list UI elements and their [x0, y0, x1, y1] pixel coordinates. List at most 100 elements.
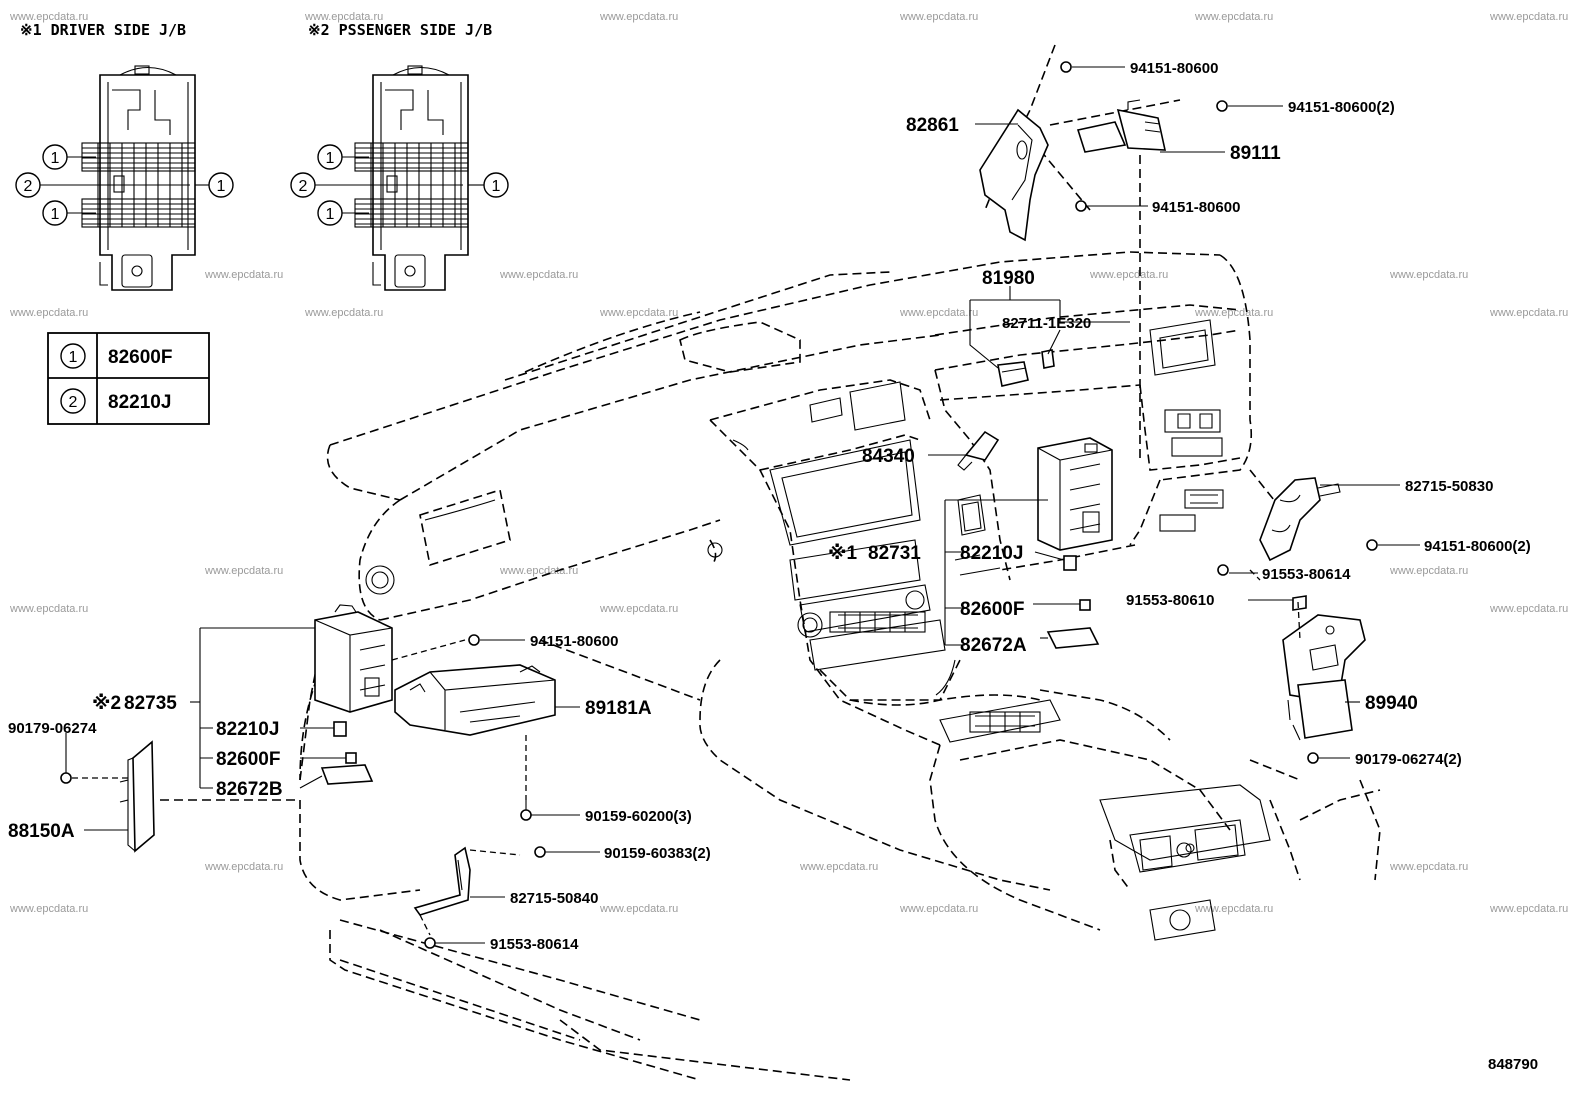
watermark: www.epcdata.ru [899, 903, 978, 915]
callout-82731: 82731 [868, 543, 921, 564]
watermark: www.epcdata.ru [204, 861, 283, 873]
callout-89111: 89111 [1230, 143, 1281, 164]
part-82715-50830-bracket [1259, 477, 1341, 562]
callout-94151-80600-top: 94151-80600 [1130, 60, 1218, 77]
callout-82672a: 82672A [960, 635, 1027, 656]
part-82600f-fuse-center [1079, 599, 1091, 611]
watermark: www.epcdata.ru [499, 565, 578, 577]
legend-mark-2: 2 [69, 394, 78, 411]
nut-left-94151 [468, 634, 480, 646]
callout-91553-80614-right: 91553-80614 [1262, 566, 1351, 583]
callout-90179-06274-left: 90179-06274 [8, 720, 97, 737]
part-82731-junction-block [1037, 437, 1113, 551]
callout-82715-50840: 82715-50840 [510, 890, 598, 907]
watermark: www.epcdata.ru [1489, 903, 1568, 915]
callout-90179-06274-2-right: 90179-06274(2) [1355, 751, 1462, 768]
part-82735-junction-block [314, 604, 393, 713]
diagram-number: 848790 [1488, 1056, 1538, 1073]
part-84340-switch [957, 430, 1000, 471]
watermark: www.epcdata.ru [1389, 565, 1468, 577]
watermark: www.epcdata.ru [799, 861, 878, 873]
callout-82600f-center: 82600F [960, 599, 1024, 620]
watermark: www.epcdata.ru [499, 269, 578, 281]
marker-2-text: 2 [299, 178, 308, 195]
watermark: www.epcdata.ru [1194, 11, 1273, 23]
callout-91553-80614-lower: 91553-80614 [490, 936, 579, 953]
marker-1-text: 1 [326, 150, 335, 167]
callout-82735-mark: ※2 [92, 693, 121, 714]
marker-1-text: 1 [326, 206, 335, 223]
watermark: www.epcdata.ru [599, 307, 678, 319]
legend-table: 1 82600F 2 82210J [47, 332, 210, 425]
callout-81980: 81980 [982, 268, 1035, 289]
driver-jb-drawing: 1 2 1 1 [15, 65, 234, 291]
callout-82735: 82735 [124, 693, 177, 714]
leader-lines [65, 66, 1420, 944]
driver-jb-fuse-grid [81, 142, 196, 228]
part-82715-50840-bracket [413, 846, 471, 916]
callout-labels: 94151-80600 94151-80600(2) 82861 89111 9… [8, 60, 1538, 1073]
callout-90159-60200-3: 90159-60200(3) [585, 808, 692, 825]
passenger-side-jb-header: ※2 PSSENGER SIDE J/B [308, 21, 492, 39]
callout-94151-80600-left: 94151-80600 [530, 633, 618, 650]
part-88150a-amplifier [60, 740, 155, 853]
watermark: www.epcdata.ru [1194, 307, 1273, 319]
left-jb-components [320, 721, 374, 785]
callout-89181a: 89181A [585, 698, 652, 719]
watermarks: www.epcdata.ru www.epcdata.ru www.epcdat… [9, 11, 1568, 915]
callout-82861: 82861 [906, 115, 959, 136]
part-81980-sensor [997, 361, 1029, 387]
part-82861-trim [979, 108, 1049, 242]
watermark: www.epcdata.ru [599, 603, 678, 615]
callout-82711-1e320: 82711-1E320 [1002, 315, 1091, 332]
callout-82600f-left: 82600F [216, 749, 280, 770]
driver-side-jb-header: ※1 DRIVER SIDE J/B [20, 21, 186, 39]
watermark: www.epcdata.ru [899, 11, 978, 23]
callout-90159-60383-2: 90159-60383(2) [604, 845, 711, 862]
fasteners-lower [424, 800, 546, 949]
marker-2-text: 2 [24, 178, 33, 195]
legend-part-1: 82600F [108, 347, 172, 368]
watermark: www.epcdata.ru [1389, 269, 1468, 281]
watermark: www.epcdata.ru [304, 307, 383, 319]
watermark: www.epcdata.ru [1389, 861, 1468, 873]
watermark: www.epcdata.ru [204, 565, 283, 577]
callout-82210j-left: 82210J [216, 719, 279, 740]
callout-94151-80600-2-right: 94151-80600(2) [1424, 538, 1531, 555]
watermark: www.epcdata.ru [204, 269, 283, 281]
watermark: www.epcdata.ru [1489, 11, 1568, 23]
callout-82715-50830: 82715-50830 [1405, 478, 1493, 495]
watermark: www.epcdata.ru [1489, 307, 1568, 319]
marker-1-text: 1 [51, 150, 60, 167]
watermark: www.epcdata.ru [599, 903, 678, 915]
watermark: www.epcdata.ru [1489, 603, 1568, 615]
nuts-top [1060, 61, 1228, 212]
callout-89940: 89940 [1365, 693, 1418, 714]
fasteners-right [1217, 539, 1378, 764]
watermark: www.epcdata.ru [9, 11, 88, 23]
watermark: www.epcdata.ru [9, 307, 88, 319]
watermark: www.epcdata.ru [899, 307, 978, 319]
callout-91553-80610: 91553-80610 [1126, 592, 1214, 609]
callout-88150a: 88150A [8, 821, 75, 842]
callout-82210j-center: 82210J [960, 543, 1023, 564]
legend-part-2: 82210J [108, 392, 171, 413]
callout-94151-80600-2-top: 94151-80600(2) [1288, 99, 1395, 116]
part-82210j-relay-center [1063, 555, 1077, 571]
watermark: www.epcdata.ru [1194, 903, 1273, 915]
watermark: www.epcdata.ru [599, 11, 678, 23]
part-82672a-cover-center [1046, 627, 1100, 649]
passenger-jb-drawing: 1 2 1 1 [290, 65, 509, 291]
watermark: www.epcdata.ru [1089, 269, 1168, 281]
watermark: www.epcdata.ru [9, 903, 88, 915]
legend-mark-1: 1 [69, 349, 78, 366]
part-89181a-ecu [394, 664, 556, 736]
watermark: www.epcdata.ru [304, 11, 383, 23]
marker-1-text: 1 [51, 206, 60, 223]
callout-82672b: 82672B [216, 779, 283, 800]
instrument-panel-outline [160, 44, 1381, 1081]
part-89111-unit [1076, 99, 1167, 153]
part-89940-module [1282, 614, 1366, 741]
watermark: www.epcdata.ru [9, 603, 88, 615]
callout-82731-mark: ※1 [828, 543, 857, 564]
